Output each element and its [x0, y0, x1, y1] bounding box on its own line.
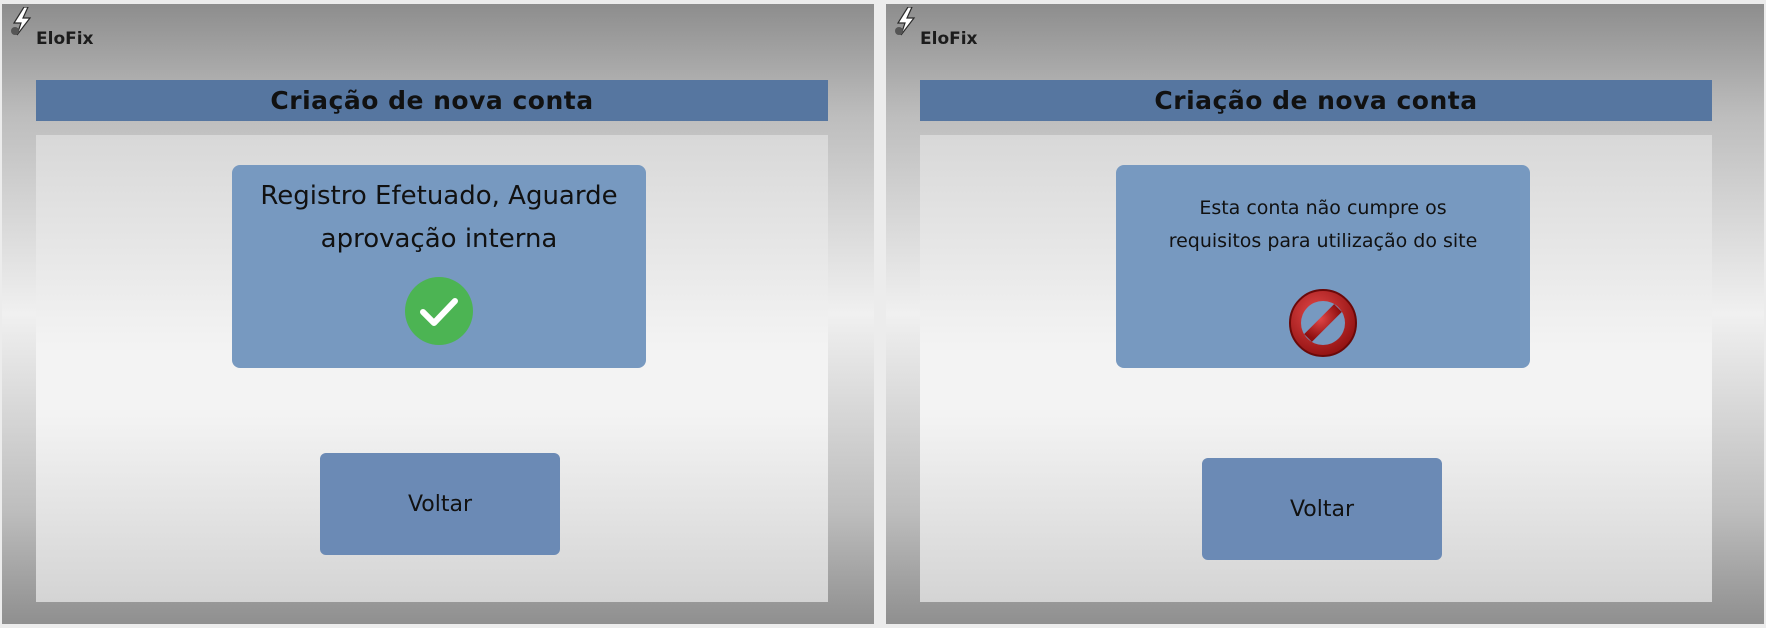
brand-name: EloFix [920, 29, 978, 49]
back-button[interactable]: Voltar [320, 453, 560, 555]
content-area: Esta conta não cumpre os requisitos para… [920, 135, 1712, 602]
lightning-bolt-icon [11, 7, 32, 36]
message-line-2: requisitos para utilização do site [1168, 230, 1478, 252]
message-line-1: Registro Efetuado, Aguarde [260, 181, 618, 211]
brand-name: EloFix [36, 29, 94, 49]
success-screen: EloFix Criação de nova conta Registro Ef… [2, 4, 874, 624]
page-title: Criação de nova conta [920, 80, 1712, 121]
brand-logo[interactable]: EloFix [892, 7, 982, 49]
content-area: Registro Efetuado, Aguarde aprovação int… [36, 135, 828, 602]
back-button[interactable]: Voltar [1202, 458, 1442, 560]
message-text: Registro Efetuado, Aguarde aprovação int… [232, 175, 646, 261]
prohibited-icon [1289, 289, 1357, 357]
check-circle-icon [405, 277, 473, 345]
lightning-bolt-icon [895, 7, 916, 36]
message-card: Registro Efetuado, Aguarde aprovação int… [232, 165, 646, 368]
message-card: Esta conta não cumpre os requisitos para… [1116, 165, 1530, 368]
rejected-screen: EloFix Criação de nova conta Esta conta … [886, 4, 1764, 624]
brand-logo[interactable]: EloFix [8, 7, 98, 49]
page-title: Criação de nova conta [36, 80, 828, 121]
message-line-2: aprovação interna [320, 224, 558, 254]
message-text: Esta conta não cumpre os requisitos para… [1116, 192, 1530, 258]
message-line-1: Esta conta não cumpre os [1199, 197, 1447, 219]
